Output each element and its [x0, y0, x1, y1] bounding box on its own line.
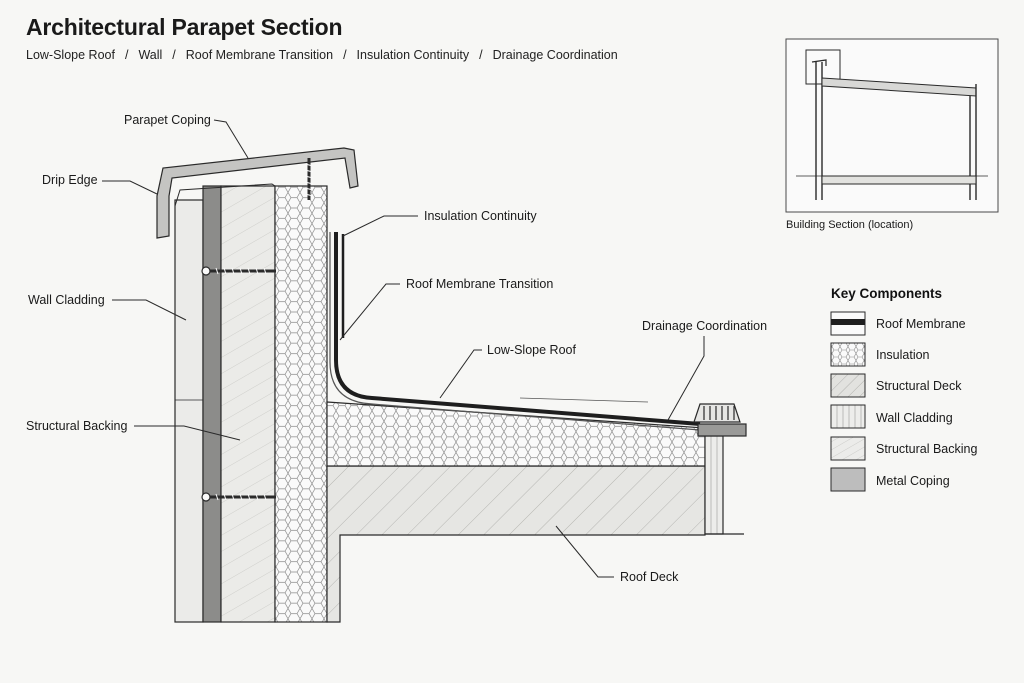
- roof-membrane: [334, 232, 701, 426]
- roof-insulation: [326, 401, 706, 467]
- callout-drainage-coordination-label: Drainage Coordination: [642, 319, 767, 333]
- structural-backing: [220, 185, 276, 623]
- coping-cleat: [174, 183, 276, 207]
- callout-parapet-coping-label: Parapet Coping: [124, 113, 211, 127]
- coping-screw: [304, 158, 314, 200]
- legend-label: Metal Coping: [876, 474, 950, 488]
- callout-roof-deck: Roof Deck: [555, 525, 679, 584]
- callout-parapet-coping: Parapet Coping: [124, 113, 249, 159]
- callout-structural-backing-label: Structural Backing: [26, 419, 127, 433]
- callout-structural-backing: Structural Backing: [26, 419, 241, 441]
- callout-low-slope-roof-label: Low-Slope Roof: [487, 343, 576, 357]
- callout-roof-deck-label: Roof Deck: [620, 570, 679, 584]
- breadcrumb-separator: /: [172, 48, 176, 62]
- wall-insulation: [274, 185, 328, 623]
- callout-drip-edge: Drip Edge: [42, 173, 158, 195]
- legend-label: Structural Deck: [876, 379, 962, 393]
- building-section-inset: Building Section (location): [785, 38, 999, 231]
- inset-frame: [785, 38, 999, 213]
- callout-roof-membrane-transition-label: Roof Membrane Transition: [406, 277, 553, 291]
- roof-drain: [693, 403, 747, 535]
- breadcrumb-item: Roof Membrane Transition: [185, 48, 334, 62]
- callout-roof-membrane-transition: Roof Membrane Transition: [339, 277, 553, 341]
- legend: Key Components Roof Membrane Insulation …: [830, 286, 977, 492]
- roof-membrane-liner: [329, 232, 701, 431]
- legend-item-structural-deck: Structural Deck: [830, 373, 962, 398]
- sheathing-layer: [202, 185, 222, 623]
- legend-label: Structural Backing: [876, 442, 977, 456]
- callout-drip-edge-label: Drip Edge: [42, 173, 98, 187]
- legend-label: Insulation: [876, 348, 930, 362]
- breadcrumb-item: Wall: [138, 48, 163, 62]
- legend-item-metal-coping: Metal Coping: [830, 467, 950, 492]
- page-title: Architectural Parapet Section: [26, 14, 343, 40]
- membrane-lap-line: [519, 397, 649, 403]
- parapet-coping: [156, 147, 359, 239]
- legend-label: Wall Cladding: [876, 411, 953, 425]
- legend-item-insulation: Insulation: [830, 342, 930, 367]
- legend-item-structural-backing: Structural Backing: [830, 436, 977, 461]
- breadcrumb-item: Insulation Continuity: [356, 48, 470, 62]
- callout-wall-cladding: Wall Cladding: [28, 293, 187, 321]
- breadcrumb-item: Drainage Coordination: [492, 48, 618, 62]
- breadcrumb-separator: /: [343, 48, 347, 62]
- breadcrumb: Low-Slope Roof / Wall / Roof Membrane Tr…: [26, 48, 618, 62]
- callout-drainage-coordination: Drainage Coordination: [642, 319, 767, 421]
- wall-screw-upper: [201, 266, 276, 276]
- wall-cladding: [174, 199, 204, 623]
- breadcrumb-separator: /: [124, 48, 129, 62]
- legend-title: Key Components: [831, 286, 942, 301]
- inset-caption: Building Section (location): [786, 219, 913, 231]
- callout-insulation-continuity: Insulation Continuity: [342, 209, 537, 237]
- callout-low-slope-roof: Low-Slope Roof: [439, 343, 576, 399]
- breadcrumb-item: Low-Slope Roof: [26, 48, 115, 62]
- legend-item-wall-cladding: Wall Cladding: [830, 404, 953, 429]
- breadcrumb-separator: /: [479, 48, 483, 62]
- callout-insulation-continuity-label: Insulation Continuity: [424, 209, 537, 223]
- callout-wall-cladding-label: Wall Cladding: [28, 293, 105, 307]
- roof-deck: [326, 465, 706, 623]
- legend-item-roof-membrane: Roof Membrane: [830, 311, 966, 336]
- wall-screw-lower: [201, 492, 276, 502]
- legend-label: Roof Membrane: [876, 317, 966, 331]
